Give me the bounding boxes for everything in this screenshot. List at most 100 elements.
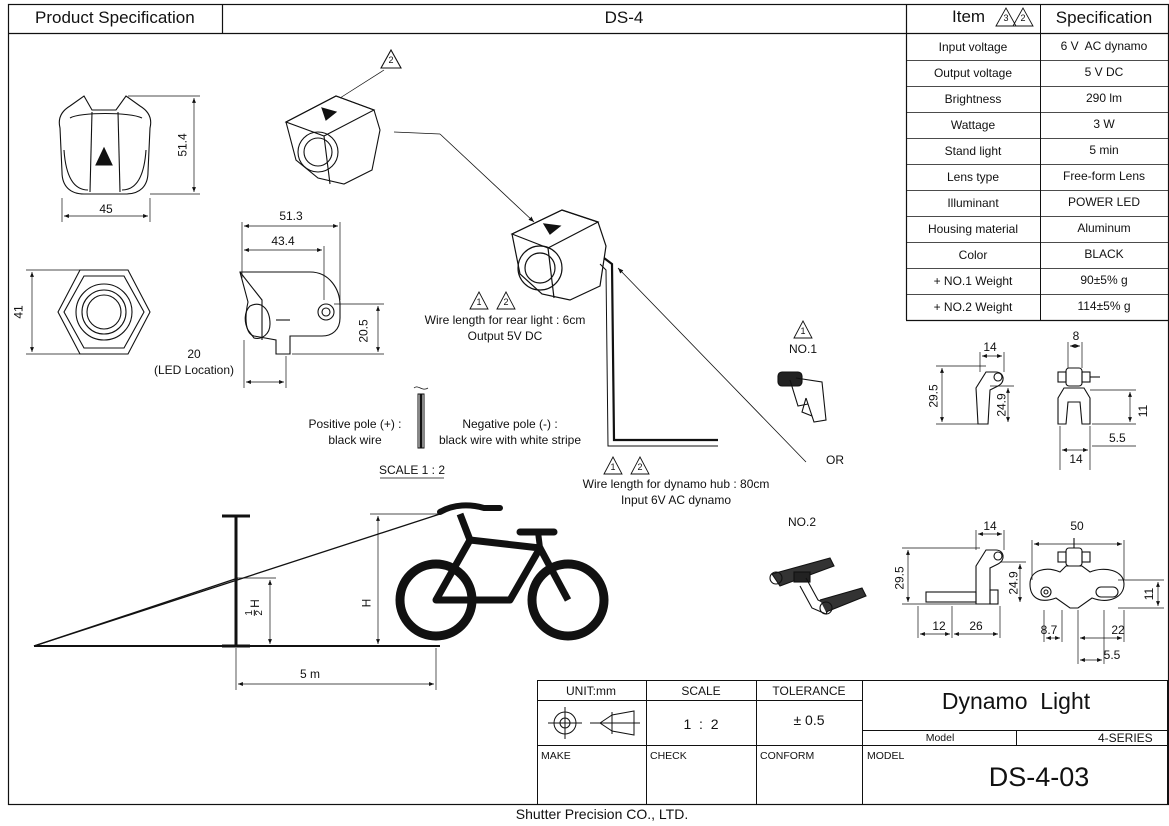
- rear-light-output-note: Output 5V DC: [467, 329, 543, 343]
- b2-dim-11: 11: [1142, 587, 1157, 601]
- footer-company: Shutter Precision CO., LTD.: [515, 806, 689, 822]
- negative-pole-wire: black wire with white stripe: [438, 433, 582, 447]
- scale-note: SCALE 1 : 2: [378, 463, 446, 477]
- dim-led-offset: 20: [187, 347, 201, 361]
- side-view-drawing: [239, 222, 384, 388]
- spec-table-grid: [906, 60, 1168, 295]
- b2-dim-5-5: 5.5: [1103, 648, 1121, 662]
- tb-conform: CONFORM: [760, 750, 815, 762]
- header-doc-code: DS-4: [604, 8, 644, 27]
- title-block-grid: [537, 680, 1168, 805]
- rear-note-marker-1: 1: [476, 297, 482, 307]
- spec-item-label: Housing material: [927, 222, 1019, 236]
- beam-height-label: H: [359, 598, 374, 608]
- front-view-drawing: [58, 95, 200, 222]
- item-marker-3: 3: [1003, 13, 1009, 23]
- beam-angle-diagram: [33, 513, 441, 690]
- spec-item-label: Input voltage: [938, 40, 1008, 54]
- b1-dim-5-5: 5.5: [1109, 431, 1126, 445]
- header-left-title: Product Specification: [35, 8, 195, 27]
- hub-note-marker-1: 1: [610, 462, 616, 472]
- tb-series: 4-SERIES: [1098, 731, 1153, 745]
- header-item-label: Item: [952, 7, 986, 26]
- spec-item-label: + NO.1 Weight: [933, 274, 1013, 288]
- dim-side-overall: 51.3: [279, 209, 303, 223]
- item-marker-2: 2: [1020, 13, 1026, 23]
- b1-dim-14-bottom: 14: [1069, 452, 1083, 466]
- b1-dim-24-9: 24.9: [994, 393, 1009, 417]
- spec-item-value: 5 V DC: [1084, 65, 1124, 79]
- b1-dim-29-5: 29.5: [926, 384, 941, 408]
- bracket2-label: NO.2: [787, 515, 817, 529]
- b2-dim-14: 14: [983, 519, 997, 533]
- spec-item-label: + NO.2 Weight: [933, 300, 1013, 314]
- b1-dim-8: 8: [1072, 329, 1080, 343]
- bracket1-label: NO.1: [788, 342, 818, 356]
- half-h-denominator: 2: [253, 610, 265, 616]
- or-label: OR: [826, 453, 844, 467]
- dim-rear-height: 41: [11, 305, 26, 319]
- dim-front-width: 45: [99, 202, 113, 216]
- bracket-no2-drawing: [902, 530, 1164, 664]
- negative-pole-label: Negative pole (-) :: [462, 417, 558, 431]
- b2-dim-29-5: 29.5: [892, 566, 907, 590]
- iso-view-small: [284, 48, 535, 223]
- header-spec-label: Specification: [1055, 8, 1153, 27]
- bicycle-silhouette: [395, 502, 609, 641]
- b2-dim-12: 12: [932, 619, 946, 633]
- bracket-no1-drawing: [936, 342, 1136, 470]
- rear-note-marker-2: 2: [503, 297, 509, 307]
- tb-model-label: MODEL: [867, 750, 905, 762]
- rear-view-drawing: [26, 269, 151, 355]
- half-h-label: 1 2 H: [243, 599, 265, 616]
- b2-dim-50: 50: [1070, 519, 1084, 533]
- dim-side-height: 20.5: [356, 319, 371, 343]
- note-markers: [469, 291, 813, 475]
- spec-item-label: Wattage: [950, 118, 996, 132]
- tb-tolerance-value: ± 0.5: [793, 712, 825, 728]
- tb-product-name: Dynamo Light: [941, 688, 1091, 714]
- tb-scale-value: 1 : 2: [683, 716, 719, 732]
- bracket-no1-pictorial: [777, 371, 827, 423]
- spec-item-value: 5 min: [1089, 143, 1119, 157]
- half-h-fraction: 1 2: [243, 609, 265, 616]
- rear-light-wire-note: Wire length for rear light : 6cm: [424, 313, 586, 327]
- hub-note-marker-2: 2: [637, 462, 643, 472]
- half-h-numerator: 1: [243, 610, 255, 616]
- positive-pole-label: Positive pole (+) :: [308, 417, 402, 431]
- b1-dim-11: 11: [1136, 404, 1151, 418]
- iso-view-main: [510, 209, 807, 463]
- led-location-caption: (LED Location): [153, 363, 235, 377]
- spec-item-value: Aluminum: [1077, 221, 1131, 235]
- spec-item-label: Brightness: [944, 92, 1002, 106]
- spec-item-label: Illuminant: [947, 196, 999, 210]
- spec-item-value: 6 V AC dynamo: [1060, 39, 1148, 53]
- spec-item-value: 90±5% g: [1080, 273, 1128, 287]
- tb-check: CHECK: [650, 750, 687, 762]
- hub-input-note: Input 6V AC dynamo: [620, 493, 732, 507]
- b2-dim-22: 22: [1111, 623, 1125, 637]
- spec-item-value: 3 W: [1093, 117, 1115, 131]
- dim-front-height: 51.4: [175, 133, 190, 157]
- spec-item-label: Output voltage: [933, 66, 1013, 80]
- positive-pole-wire: black wire: [328, 433, 382, 447]
- spec-item-label: Stand light: [944, 144, 1002, 158]
- b2-dim-24-9: 24.9: [1006, 571, 1021, 595]
- tb-tolerance-label: TOLERANCE: [772, 684, 846, 698]
- tb-make: MAKE: [541, 750, 571, 762]
- tb-unit: UNIT:mm: [566, 684, 616, 698]
- spec-item-value: 290 lm: [1085, 91, 1123, 105]
- spec-item-value: Free-form Lens: [1062, 169, 1146, 183]
- item-revision-markers: [995, 7, 1034, 27]
- spec-item-value: POWER LED: [1067, 195, 1140, 209]
- beam-distance-label: 5 m: [299, 667, 321, 681]
- b2-dim-26: 26: [969, 619, 983, 633]
- bracket1-marker: 1: [800, 326, 806, 336]
- spec-item-value: BLACK: [1084, 247, 1124, 261]
- tb-model-number: DS-4-03: [988, 762, 1090, 792]
- spec-item-label: Color: [958, 248, 988, 262]
- b1-dim-14-top: 14: [983, 340, 997, 354]
- tb-model-small-label: Model: [925, 732, 955, 744]
- wire-pole-icon: [380, 386, 444, 479]
